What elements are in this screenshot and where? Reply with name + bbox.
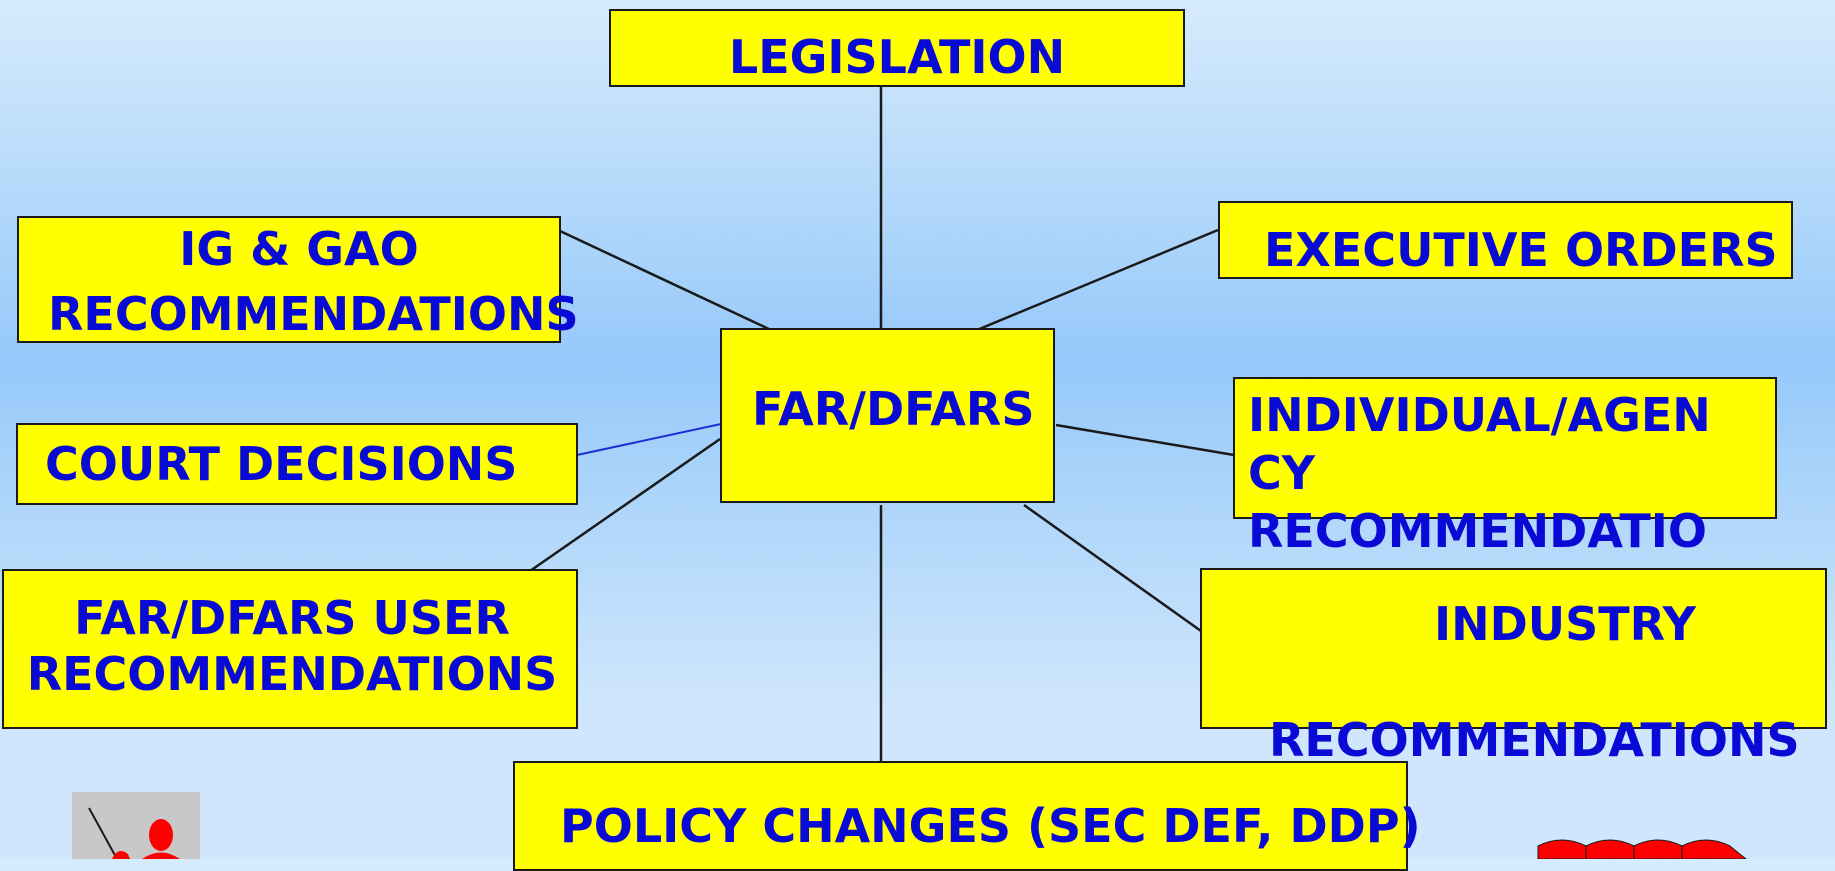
connector-industry [1023, 503, 1202, 633]
individual-agency-label-line3: RECOMMENDATIO [1248, 504, 1707, 558]
connector-user [529, 437, 721, 573]
ig-gao-label-line2: RECOMMENDATIONS [48, 287, 579, 341]
ig-gao-label-line1: IG & GAO [179, 222, 419, 276]
far-dfars-box [720, 328, 1055, 503]
legislation-box [609, 9, 1185, 87]
individual-agency-label-line2: CY [1248, 446, 1316, 500]
presenter-icon [88, 807, 180, 859]
industry-box [1200, 568, 1827, 729]
ig-gao-box [17, 216, 561, 343]
connector-ig-gao [559, 229, 772, 332]
individual-agency-box [1233, 377, 1777, 519]
connector-court-decisions [576, 423, 722, 456]
connector-individual [1055, 423, 1235, 457]
individual-agency-label-line1: INDIVIDUAL/AGEN [1248, 388, 1711, 442]
industry-label-line1: INDUSTRY [1434, 597, 1696, 651]
executive-orders-box [1218, 201, 1793, 279]
far-dfars-label: FAR/DFARS [752, 382, 1035, 436]
user-recommendations-box [2, 569, 578, 729]
court-decisions-box [16, 423, 578, 505]
user-recommendations-label-line2: RECOMMENDATIONS [26, 647, 558, 701]
policy-changes-label: POLICY CHANGES (SEC DEF, DDP) [560, 799, 1421, 853]
executive-orders-label: EXECUTIVE ORDERS [1264, 223, 1778, 277]
court-decisions-label: COURT DECISIONS [45, 437, 518, 491]
red-stack-clipart [1537, 839, 1747, 859]
user-recommendations-label-line1: FAR/DFARS USER [74, 591, 510, 645]
industry-label-line2: RECOMMENDATIONS [1269, 713, 1800, 767]
policy-changes-box [513, 761, 1408, 871]
presenter-clipart [72, 792, 200, 859]
connector-executive-orders [976, 228, 1219, 332]
legislation-label: LEGISLATION [728, 30, 1066, 84]
